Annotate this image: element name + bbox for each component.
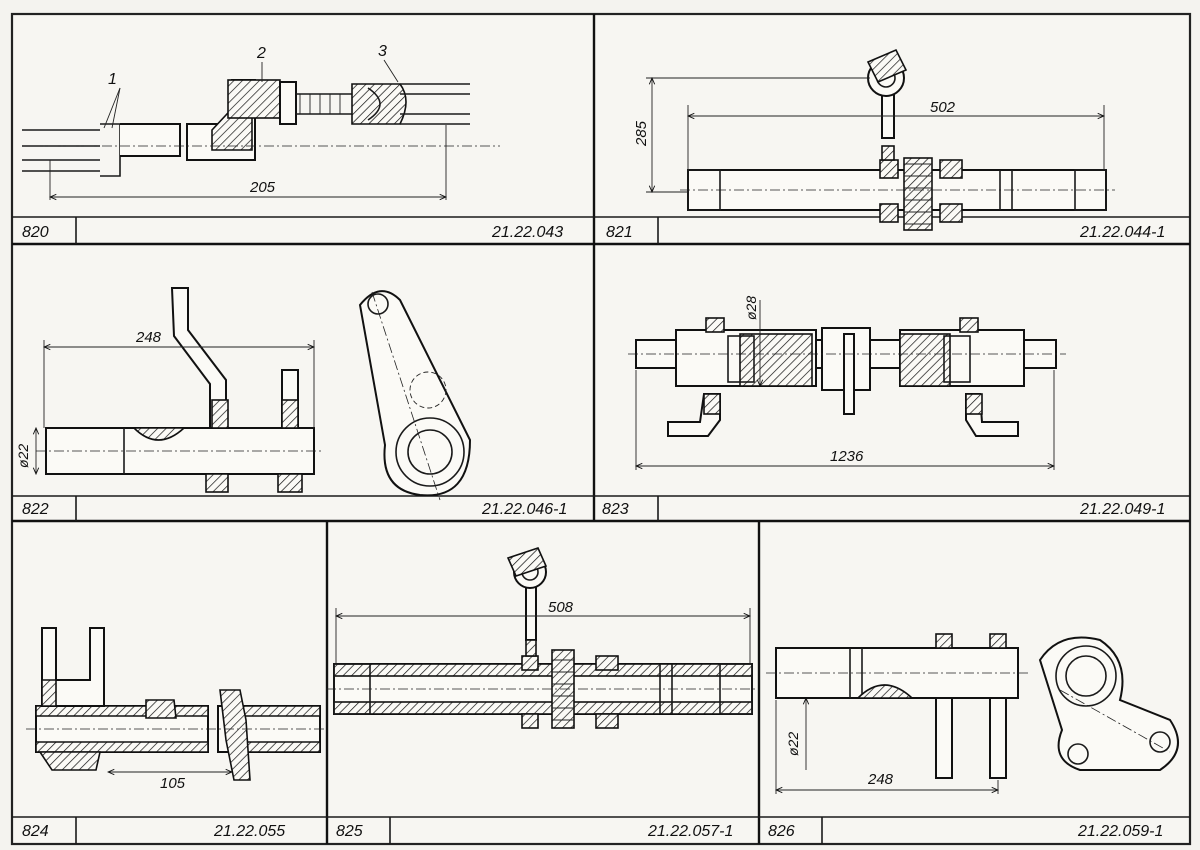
dimension-502: 502 — [930, 99, 956, 116]
callout-3: 3 — [378, 43, 387, 60]
dimension-diameter-22: ø22 — [15, 444, 31, 468]
panel-number: 824 — [22, 823, 49, 840]
dimension-diameter-28: ø28 — [743, 296, 759, 320]
dimension-248: 248 — [867, 771, 894, 788]
dimension-205: 205 — [249, 179, 276, 196]
panel-822: 248 ø22 822 21.22.046-1 — [12, 287, 594, 521]
panel-number: 825 — [336, 823, 363, 840]
panel-number: 823 — [602, 501, 629, 518]
dimension-285: 285 — [633, 120, 650, 147]
part-code: 21.22.057-1 — [647, 823, 733, 840]
part-code: 21.22.044-1 — [1079, 224, 1165, 241]
part-code: 21.22.046-1 — [481, 501, 567, 518]
shaft-with-gear-drawing — [680, 48, 1115, 231]
panel-824: 105 824 21.22.055 — [12, 627, 327, 844]
panel-number: 821 — [606, 224, 633, 241]
dimension-508: 508 — [548, 599, 574, 616]
dimension-248: 248 — [135, 329, 162, 346]
dimension-105: 105 — [160, 775, 186, 792]
part-code: 21.22.049-1 — [1079, 501, 1165, 518]
part-code: 21.22.055 — [213, 823, 285, 840]
dimension-1236: 1236 — [830, 448, 864, 465]
callout-1: 1 — [108, 71, 117, 88]
panel-825: 508 825 21.22.057-1 — [326, 547, 759, 844]
shaft-with-double-lever-drawing — [766, 633, 1179, 779]
callout-3-leader — [383, 59, 399, 83]
tube-with-fork-drawing — [26, 627, 326, 781]
callout-1-leader — [103, 87, 121, 129]
panel-number: 822 — [22, 501, 49, 518]
rod-with-fork-drawing — [22, 79, 500, 177]
panel-823: 1236 ø28 823 21.22.049-1 — [594, 296, 1190, 521]
panel-number: 820 — [22, 224, 49, 241]
part-code: 21.22.043 — [491, 224, 563, 241]
panel-821: 502 285 821 21.22.044-1 — [594, 48, 1190, 244]
part-code: 21.22.059-1 — [1077, 823, 1163, 840]
shaft-with-levers-drawing — [36, 287, 472, 501]
callout-2: 2 — [256, 45, 266, 62]
dimension-diameter-22: ø22 — [785, 732, 801, 756]
panel-number: 826 — [768, 823, 795, 840]
panel-820: 205 1 2 3 820 21.22.043 — [12, 43, 594, 244]
long-shaft-with-brackets-drawing — [628, 317, 1066, 437]
panel-826: 248 ø22 826 21.22.059-1 — [759, 633, 1190, 844]
